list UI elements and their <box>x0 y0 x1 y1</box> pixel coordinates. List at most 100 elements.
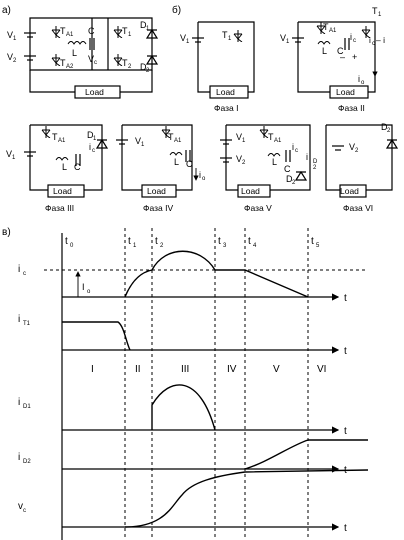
svg-text:+: + <box>352 52 357 62</box>
load-label-a: Load <box>85 87 104 97</box>
load-box-ph1 <box>209 85 249 99</box>
svg-text:C: C <box>74 162 81 172</box>
time-marker-4: t <box>248 236 251 247</box>
svg-text:D: D <box>140 20 147 30</box>
svg-text:1: 1 <box>128 32 132 38</box>
wires-phase-6 <box>325 124 393 191</box>
svg-text:L: L <box>322 46 327 56</box>
svg-text:2: 2 <box>146 68 150 74</box>
io-marker-label-sub: o <box>87 289 91 295</box>
load-box-ph2 <box>329 85 369 99</box>
thyristor-ta1-ph3 <box>41 126 51 138</box>
svg-text:T: T <box>268 132 274 142</box>
svg-text:D: D <box>87 130 94 140</box>
svg-text:c: c <box>92 148 95 154</box>
thyristor-ta1-ph5 <box>259 126 269 138</box>
svg-text:C: C <box>337 46 344 56</box>
svg-text:c: c <box>353 38 356 44</box>
svg-text:A1: A1 <box>174 138 182 144</box>
svg-text:Load: Load <box>340 186 359 196</box>
svg-text:A1: A1 <box>66 32 74 38</box>
svg-text:A1: A1 <box>329 28 337 34</box>
load-box-a <box>74 85 121 99</box>
svg-text:T: T <box>323 22 329 32</box>
io-marker-label: I <box>82 282 85 292</box>
svg-text:i: i <box>199 170 201 180</box>
inductor-ph2 <box>317 41 331 45</box>
waveform-it1 <box>62 321 131 351</box>
svg-text:D: D <box>286 174 293 184</box>
svg-text:C: C <box>186 159 193 169</box>
diode-d2-ph5 <box>294 170 308 181</box>
panel-label-b: б) <box>172 4 181 16</box>
svg-text:V: V <box>7 30 13 40</box>
caption-phase-6: Фаза VI <box>343 203 373 213</box>
interval-4: V <box>273 364 280 375</box>
svg-text:Load: Load <box>147 186 166 196</box>
caption-phase-1: Фаза I <box>214 103 238 113</box>
svg-text:L: L <box>72 48 77 58</box>
caption-phase-4: Фаза IV <box>143 203 173 213</box>
svg-text:C: C <box>284 164 291 174</box>
svg-text:V: V <box>88 54 94 64</box>
time-marker-5-sub: 5 <box>316 243 320 249</box>
svg-text:T: T <box>222 30 228 40</box>
panel-label-a: а) <box>2 5 11 16</box>
axis-t-4: t <box>344 523 347 534</box>
row-label-0: i <box>18 264 20 275</box>
time-marker-1: t <box>128 236 131 247</box>
diode-d1-a <box>145 28 159 39</box>
svg-text:2: 2 <box>387 128 391 134</box>
caption-phase-5: Фаза V <box>244 203 272 213</box>
svg-text:i: i <box>350 32 352 42</box>
row-label-3: i <box>18 452 20 463</box>
axis-t-2: t <box>344 426 347 437</box>
svg-text:D: D <box>313 159 318 165</box>
svg-text:c: c <box>295 148 298 154</box>
svg-text:2: 2 <box>313 165 317 171</box>
svg-text:A2: A2 <box>66 64 74 70</box>
wires-phase-3 <box>29 124 103 191</box>
svg-text:Load: Load <box>336 87 355 97</box>
svg-text:V: V <box>7 52 13 62</box>
row-label-1-sub: T1 <box>23 321 31 327</box>
svg-text:Load: Load <box>216 87 235 97</box>
time-marker-3: t <box>218 236 221 247</box>
svg-text:1: 1 <box>242 138 246 144</box>
diode-d1-ph3 <box>95 138 109 149</box>
svg-text:T: T <box>122 26 128 36</box>
svg-text:A1: A1 <box>58 138 66 144</box>
svg-text:–: – <box>340 52 345 62</box>
load-box-ph3 <box>47 184 85 198</box>
svg-text:1: 1 <box>378 12 382 18</box>
panel-label-c: в) <box>2 227 11 238</box>
svg-text:1: 1 <box>13 36 17 42</box>
interval-5: VI <box>317 364 326 375</box>
inductor-ph3 <box>55 157 69 161</box>
svg-text:– i: – i <box>376 35 385 45</box>
svg-text:2: 2 <box>242 160 246 166</box>
svg-text:C: C <box>88 26 95 36</box>
time-marker-2-sub: 2 <box>160 243 164 249</box>
wires-phase-5 <box>225 124 311 191</box>
svg-text:Load: Load <box>53 186 72 196</box>
row-label-1: i <box>18 314 20 325</box>
thyristor-t1-a <box>113 26 123 38</box>
waveform-id2 <box>244 439 368 470</box>
time-marker-0-sub: 0 <box>70 243 74 249</box>
svg-text:1: 1 <box>141 142 145 148</box>
wires-a-load <box>29 70 153 93</box>
diode-d2-a <box>145 54 159 65</box>
time-marker-0: t <box>65 236 68 247</box>
svg-text:T: T <box>60 58 66 68</box>
load-box-ph6 <box>339 184 367 198</box>
time-marker-3-sub: 3 <box>223 243 227 249</box>
svg-text:V: V <box>180 33 186 43</box>
svg-text:V: V <box>6 149 12 159</box>
inductor-ph5 <box>267 153 281 157</box>
svg-text:1: 1 <box>146 26 150 32</box>
